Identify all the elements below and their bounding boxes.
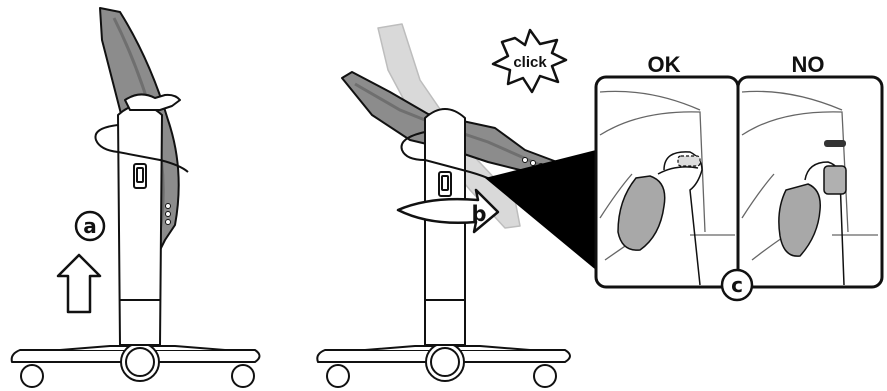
zoom-pointer-wedge <box>485 150 596 270</box>
chair-column-middle <box>424 108 466 346</box>
tray-handle-left <box>94 124 189 173</box>
starburst-icon: click <box>491 28 568 94</box>
ok-lever <box>617 175 666 251</box>
chair-unfolding-figure: b click <box>316 23 596 388</box>
ok-detail-panel <box>594 75 740 289</box>
step-a-label: a <box>83 214 97 238</box>
tray-handle-middle <box>400 131 493 181</box>
chair-column-left <box>117 93 181 346</box>
curved-rotate-arrow-icon <box>396 188 500 234</box>
no-slot <box>824 140 846 147</box>
no-detail-panel <box>736 75 884 289</box>
no-lever <box>778 183 821 257</box>
ok-latch <box>677 155 701 167</box>
no-label: NO <box>792 52 825 77</box>
no-latch <box>823 165 847 195</box>
step-a-badge: a <box>74 210 106 242</box>
chair-folded-figure: a <box>10 7 261 388</box>
ok-label: OK <box>648 52 681 77</box>
chair-base-middle <box>316 342 571 388</box>
step-b-label: b <box>471 202 486 226</box>
click-label: click <box>513 54 547 71</box>
step-c-label: c <box>731 273 743 297</box>
detail-panel: OK NO <box>594 52 884 302</box>
up-arrow-icon <box>56 253 102 314</box>
chair-base-left <box>10 342 261 388</box>
step-c-badge: c <box>720 268 754 302</box>
